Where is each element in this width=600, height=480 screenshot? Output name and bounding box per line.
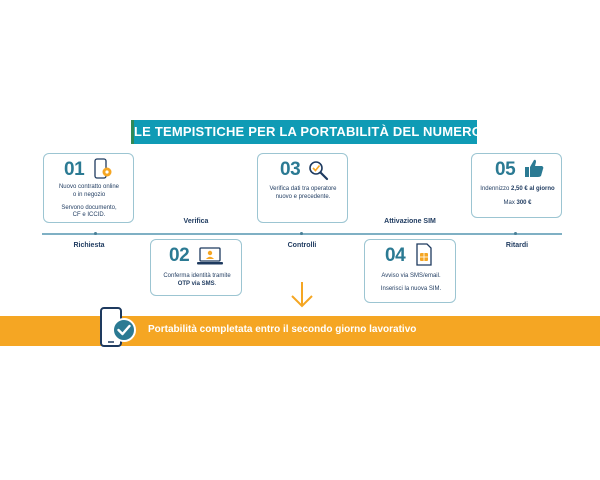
- magnifier-icon: [309, 161, 329, 181]
- step-number: 05: [495, 159, 516, 180]
- step-text: Verifica dati tra operatore nuovo e prec…: [269, 186, 337, 200]
- step-card-05: 05 Indennizzo 2,50 € al giorno Max 300 €: [471, 153, 562, 218]
- step-number: 02: [169, 245, 190, 266]
- step-card-01: 01 Nuovo contratto online o in negozio S…: [43, 153, 134, 223]
- page-title: LE TEMPISTICHE PER LA PORTABILITÀ DEL NU…: [131, 120, 482, 144]
- step-text: Avviso via SMS/email. Inserisci la nuova…: [380, 273, 442, 292]
- step-text: Nuovo contratto online o in negozio Serv…: [58, 184, 120, 219]
- step-text: Conferma identità tramite OTP via SMS.: [163, 273, 231, 287]
- phone-gear-icon: [94, 158, 112, 179]
- timeline-dot: [300, 232, 303, 235]
- step-card-04: 04 Avviso via SMS/email. Inserisci la nu…: [364, 239, 456, 303]
- step-text: Indennizzo 2,50 € al giorno Max 300 €: [480, 186, 555, 206]
- banner-text: Portabilità completata entro il secondo …: [148, 324, 417, 335]
- timeline-dot: [514, 232, 517, 235]
- step-number: 04: [385, 245, 406, 266]
- step-card-03: 03 Verifica dati tra operatore nuovo e p…: [257, 153, 348, 223]
- timeline-label-verifica: Verifica: [183, 218, 209, 225]
- step-number: 01: [64, 159, 85, 180]
- laptop-user-icon: [197, 247, 223, 265]
- arrow-down-icon: [291, 282, 313, 308]
- timeline-label-ritardi: Ritardi: [505, 242, 529, 249]
- sim-card-icon: [416, 243, 432, 266]
- phone-check-icon: [100, 307, 136, 347]
- timeline-label-controlli: Controlli: [287, 242, 317, 249]
- thumbs-up-icon: [525, 159, 544, 177]
- timeline-label-richiesta: Richiesta: [73, 242, 105, 249]
- timeline-dot: [94, 232, 97, 235]
- step-card-02: 02 Conferma identità tramite OTP via SMS…: [150, 239, 242, 296]
- timeline-label-attivazione-sim: Attivazione SIM: [384, 218, 436, 225]
- step-number: 03: [280, 159, 301, 180]
